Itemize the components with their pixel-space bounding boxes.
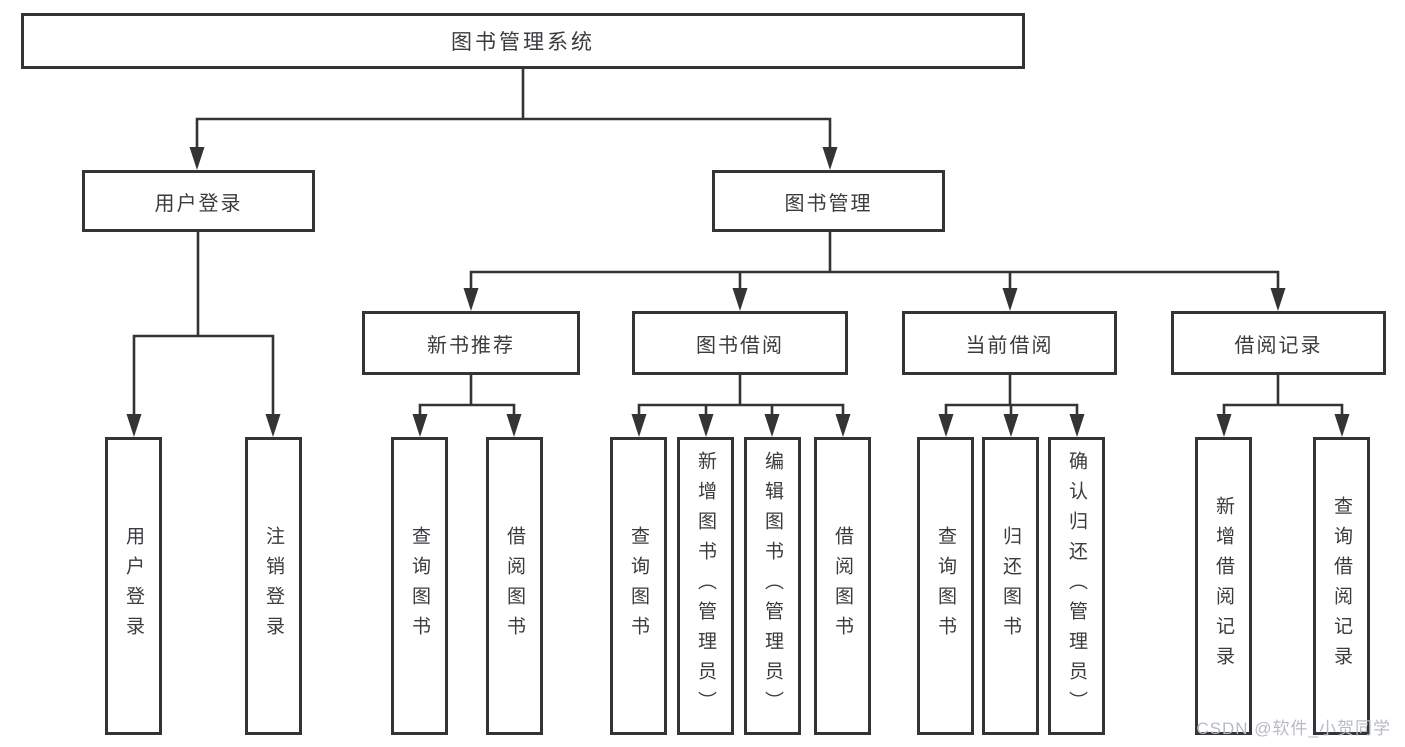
leaf-current-query-book: 查询图书 [917, 437, 974, 735]
leaf-newbook-borrow-book-label: 借阅图书 [504, 526, 525, 646]
leaf-newbook-query-book-label: 查询图书 [409, 526, 430, 646]
leaf-borrow-borrow-book-label: 借阅图书 [832, 526, 853, 646]
leaf-borrow-query-book: 查询图书 [610, 437, 667, 735]
node-book-management: 图书管理 [712, 170, 945, 232]
leaf-newbook-query-book: 查询图书 [391, 437, 448, 735]
node-root-label: 图书管理系统 [451, 31, 595, 54]
leaf-borrow-query-book-label: 查询图书 [628, 526, 649, 646]
csdn-watermark: CSDN @软件_小贺同学 [1196, 719, 1391, 738]
node-borrow-record-label: 借阅记录 [1234, 334, 1323, 357]
leaf-current-return-book: 归还图书 [982, 437, 1039, 735]
leaf-logout-label: 注销登录 [263, 526, 284, 646]
leaf-borrow-edit-book-admin: 编辑图书（管理员） [744, 437, 801, 735]
leaf-borrow-borrow-book: 借阅图书 [814, 437, 871, 735]
leaf-user-login-label: 用户登录 [123, 526, 144, 646]
leaf-borrow-add-book-admin: 新增图书（管理员） [677, 437, 734, 735]
leaf-user-login: 用户登录 [105, 437, 162, 735]
leaf-record-add-record-label: 新增借阅记录 [1213, 496, 1234, 676]
leaf-current-return-book-label: 归还图书 [1000, 526, 1021, 646]
node-current-borrow: 当前借阅 [902, 311, 1117, 375]
leaf-record-add-record: 新增借阅记录 [1195, 437, 1252, 735]
leaf-borrow-add-book-admin-label: 新增图书（管理员） [695, 451, 716, 721]
leaf-current-query-book-label: 查询图书 [935, 526, 956, 646]
node-new-book-recommend-label: 新书推荐 [427, 334, 515, 357]
node-user-login-label: 用户登录 [154, 192, 243, 215]
leaf-logout: 注销登录 [245, 437, 302, 735]
node-current-borrow-label: 当前借阅 [965, 334, 1054, 357]
leaf-current-confirm-return-admin: 确认归还（管理员） [1048, 437, 1105, 735]
node-user-login: 用户登录 [82, 170, 315, 232]
leaf-record-query-record-label: 查询借阅记录 [1331, 496, 1352, 676]
node-new-book-recommend: 新书推荐 [362, 311, 580, 375]
leaf-record-query-record: 查询借阅记录 [1313, 437, 1370, 735]
node-book-borrow-label: 图书借阅 [696, 334, 784, 357]
node-book-management-label: 图书管理 [784, 192, 873, 215]
node-root-title: 图书管理系统 [21, 13, 1025, 69]
leaf-borrow-edit-book-admin-label: 编辑图书（管理员） [762, 451, 783, 721]
node-book-borrow: 图书借阅 [632, 311, 848, 375]
leaf-current-confirm-return-admin-label: 确认归还（管理员） [1066, 451, 1087, 721]
leaf-newbook-borrow-book: 借阅图书 [486, 437, 543, 735]
node-borrow-record: 借阅记录 [1171, 311, 1386, 375]
